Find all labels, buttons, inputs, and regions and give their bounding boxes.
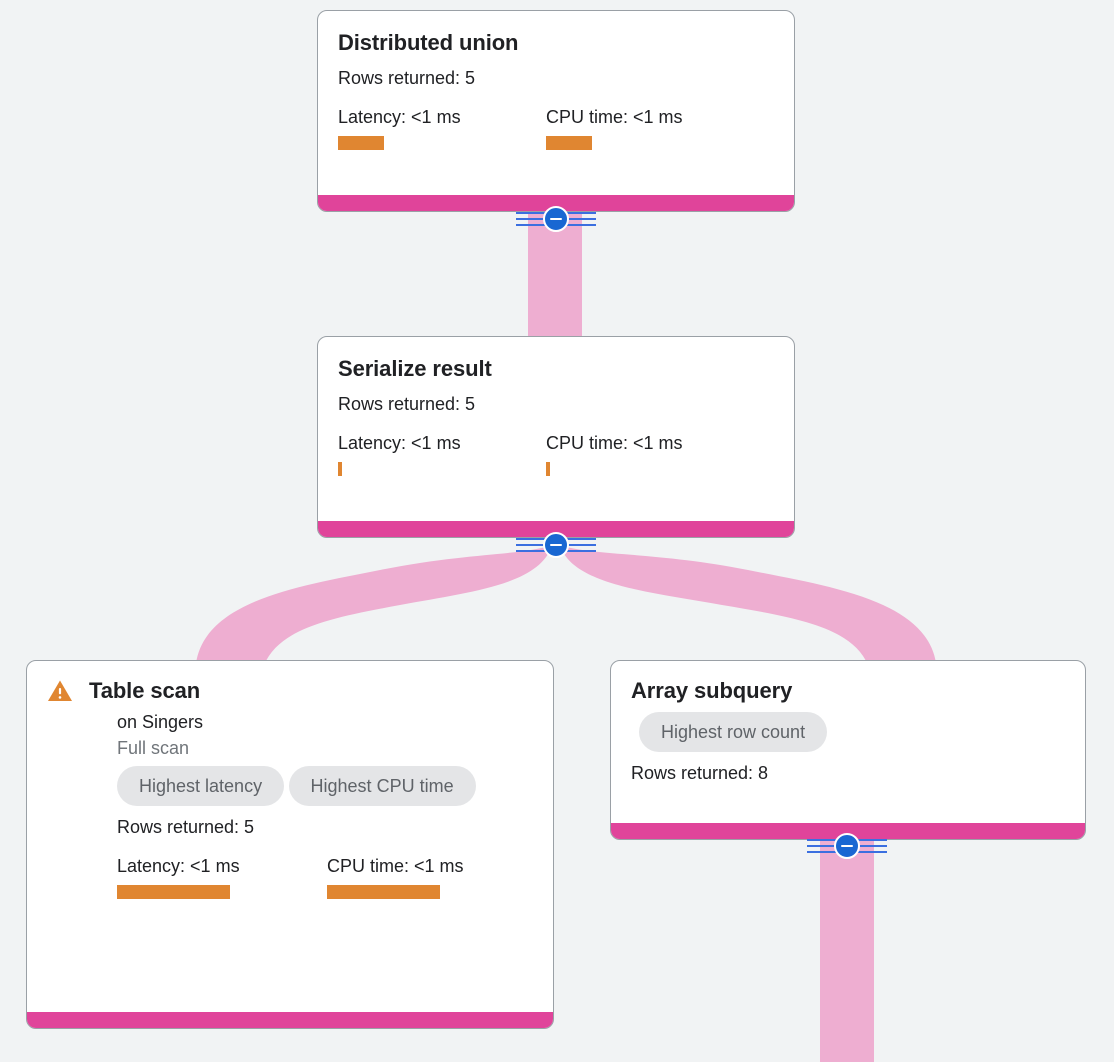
node-header: Array subquery <box>631 678 1065 703</box>
node-array-subquery[interactable]: Array subquery Highest row count Rows re… <box>610 660 1086 840</box>
node-header: Serialize result <box>338 356 774 381</box>
node-table-scan[interactable]: Table scan on Singers Full scan Highest … <box>26 660 554 1029</box>
table-scan-subtitle: on Singers <box>117 712 204 733</box>
node-distributed-union[interactable]: Distributed union Rows returned: 5 Laten… <box>317 10 795 212</box>
toggle-distributed-union[interactable] <box>516 206 596 232</box>
latency-metric: Latency: <1 ms <box>338 106 546 150</box>
minus-icon[interactable] <box>543 206 569 232</box>
node-body: Table scan on Singers Full scan Highest … <box>27 661 553 1012</box>
cpu-time-label: CPU time: <1 ms <box>546 107 683 128</box>
latency-bar <box>338 461 342 476</box>
warning-icon <box>48 680 72 702</box>
node-title: Distributed union <box>338 30 519 55</box>
node-footer-bar <box>27 1012 553 1028</box>
badges: Highest row count <box>639 707 1065 757</box>
minus-icon[interactable] <box>834 833 860 859</box>
edge-serialize-result-to-table-scan <box>196 545 552 665</box>
node-footer-bar <box>611 823 1085 839</box>
edge-serialize-result-to-array-subquery <box>560 545 936 665</box>
cpu-metric: CPU time: <1 ms <box>327 855 464 899</box>
cpu-metric: CPU time: <1 ms <box>546 432 683 476</box>
latency-metric: Latency: <1 ms <box>117 855 327 899</box>
metrics-row: Latency: <1 ms CPU time: <1 ms <box>338 106 774 150</box>
latency-bar <box>338 135 384 150</box>
cpu-time-bar <box>327 884 440 899</box>
badge-highest-latency: Highest latency <box>117 766 285 807</box>
latency-bar <box>117 884 230 899</box>
node-body: Serialize result Rows returned: 5 Latenc… <box>318 337 794 521</box>
cpu-time-label: CPU time: <1 ms <box>327 856 464 877</box>
cpu-metric: CPU time: <1 ms <box>546 106 683 150</box>
node-title: Table scan <box>89 678 201 703</box>
cpu-time-bar <box>546 135 592 150</box>
node-body: Array subquery Highest row count Rows re… <box>611 661 1085 823</box>
minus-icon[interactable] <box>543 532 569 558</box>
table-scan-type: Full scan <box>117 738 190 759</box>
cpu-time-bar <box>546 461 550 476</box>
node-footer-bar <box>318 195 794 211</box>
latency-label: Latency: <1 ms <box>338 107 461 128</box>
rows-returned: Rows returned: 8 <box>631 763 769 784</box>
badge-highest-cpu-time: Highest CPU time <box>288 766 476 807</box>
metrics-row: Latency: <1 ms CPU time: <1 ms <box>117 855 533 899</box>
node-header: Distributed union <box>338 30 774 55</box>
metrics-row: Latency: <1 ms CPU time: <1 ms <box>338 432 774 476</box>
node-title: Serialize result <box>338 356 492 381</box>
node-body: Distributed union Rows returned: 5 Laten… <box>318 11 794 195</box>
cpu-time-label: CPU time: <1 ms <box>546 433 683 454</box>
node-serialize-result[interactable]: Serialize result Rows returned: 5 Latenc… <box>317 336 795 538</box>
rows-returned: Rows returned: 5 <box>117 817 255 838</box>
badges: Highest latency Highest CPU time <box>117 761 533 811</box>
node-header: Table scan <box>47 678 533 703</box>
badge-highest-row-count: Highest row count <box>639 712 828 753</box>
latency-label: Latency: <1 ms <box>117 856 240 877</box>
latency-label: Latency: <1 ms <box>338 433 461 454</box>
toggle-serialize-result[interactable] <box>516 532 596 558</box>
node-footer-bar <box>318 521 794 537</box>
edge-array-subquery-down <box>820 840 874 1062</box>
toggle-array-subquery[interactable] <box>807 833 887 859</box>
latency-metric: Latency: <1 ms <box>338 432 546 476</box>
rows-returned: Rows returned: 5 <box>338 68 476 89</box>
rows-returned: Rows returned: 5 <box>338 394 476 415</box>
node-title: Array subquery <box>631 678 793 703</box>
